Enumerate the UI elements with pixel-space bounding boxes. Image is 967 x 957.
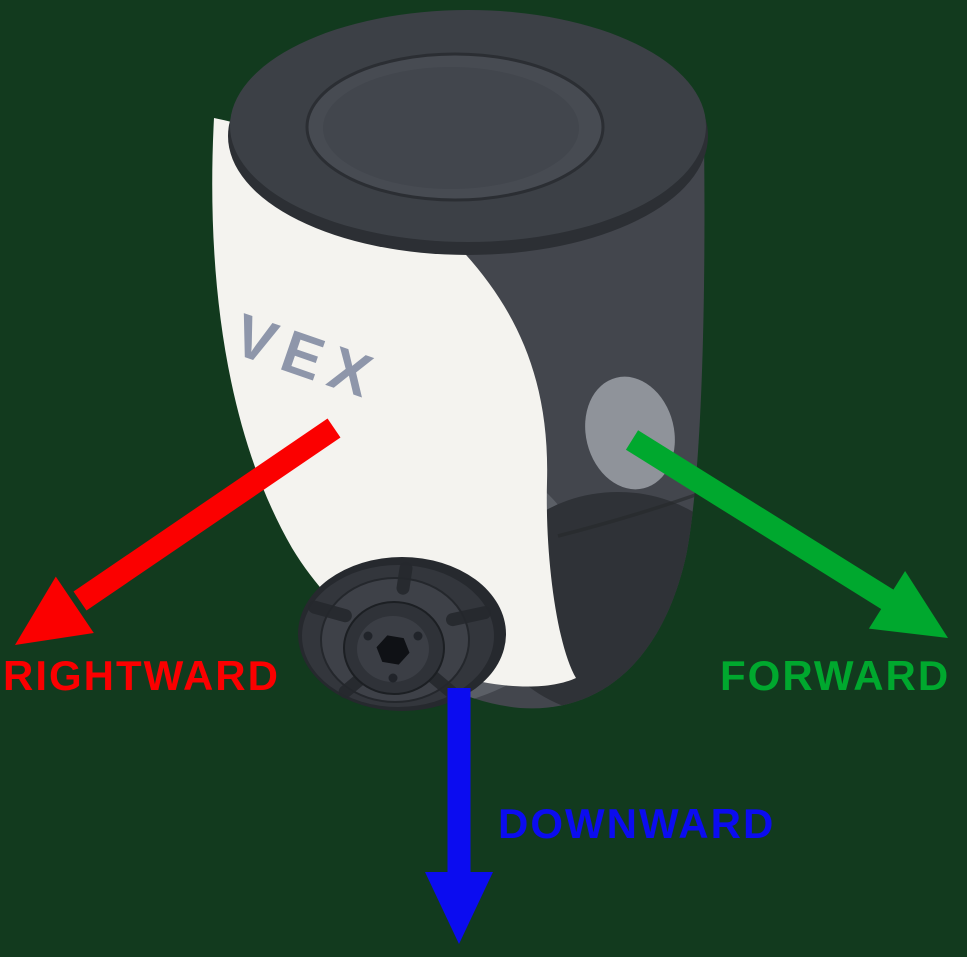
rightward-arrowhead xyxy=(15,576,94,645)
hub-screw xyxy=(388,673,398,683)
hub-hex-socket xyxy=(376,635,410,665)
wheel-lug xyxy=(446,606,491,627)
forward-arrowhead xyxy=(868,571,948,638)
hub-screw xyxy=(363,631,373,641)
rightward-label: RIGHTWARD xyxy=(3,652,280,699)
hub-screw xyxy=(413,631,423,641)
wheel-lug xyxy=(396,561,413,595)
forward-annotation: FORWARD xyxy=(625,430,950,699)
downward-arrowhead xyxy=(425,872,493,944)
forward-label: FORWARD xyxy=(720,652,950,699)
device-side-seam xyxy=(557,490,705,538)
downward-annotation: DOWNWARD xyxy=(425,688,775,944)
rightward-annotation: RIGHTWARD xyxy=(3,418,341,699)
wheel-lug xyxy=(308,600,352,623)
cap-recess-center xyxy=(323,67,579,189)
omni-wheel xyxy=(298,557,506,711)
downward-label: DOWNWARD xyxy=(498,800,775,847)
forward-arrow-shaft xyxy=(625,430,897,611)
rightward-arrow-shaft xyxy=(73,418,341,611)
device-front-panel xyxy=(212,118,576,687)
